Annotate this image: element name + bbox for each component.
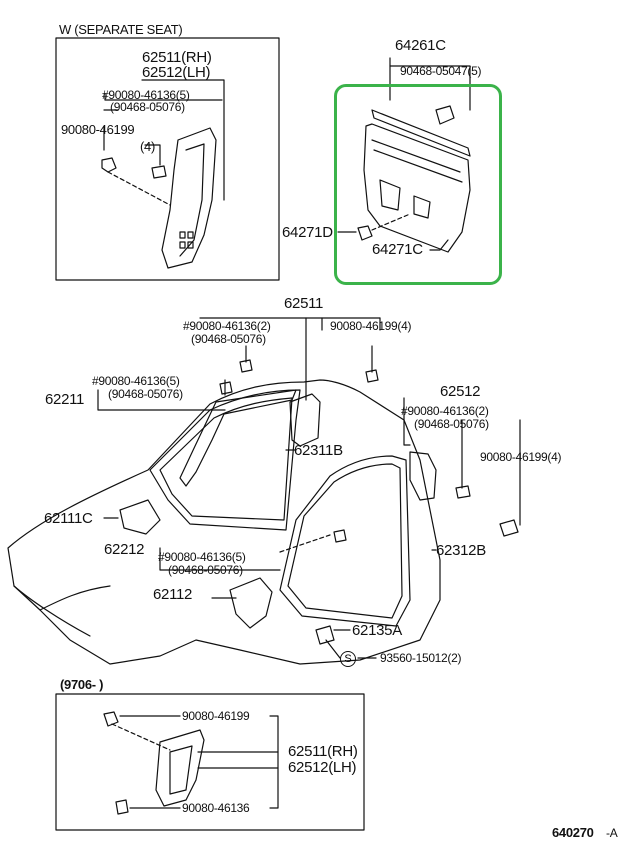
label-64271c: 64271C bbox=[372, 241, 423, 258]
label-62511rh-top: 62511(RH) bbox=[142, 49, 212, 66]
cowl-side-trim bbox=[119, 499, 161, 535]
frame-bottom-title: (9706- ) bbox=[60, 677, 104, 692]
clip-icon bbox=[101, 157, 117, 173]
label-62512lh-bottom: 62512(LH) bbox=[288, 759, 357, 776]
label-62211: 62211 bbox=[45, 391, 85, 408]
label-clip-e-alt: (90468-05076) bbox=[108, 387, 183, 401]
pillar-trim-inset-late bbox=[155, 729, 205, 807]
inset-frame-top bbox=[55, 37, 280, 281]
screw-symbol-circle: S bbox=[340, 651, 356, 667]
label-clip-bottom-bottom: 90080-46136 bbox=[182, 801, 250, 815]
weatherstrip-rail bbox=[371, 109, 471, 157]
windshield-frame bbox=[149, 389, 301, 531]
pillar-trim-inset bbox=[161, 127, 217, 269]
label-clip-a: #90080-46136(5) bbox=[102, 88, 190, 102]
label-clip-b: 90080-46199 bbox=[61, 122, 135, 137]
label-clip-90468: 90468-05047(5) bbox=[400, 64, 482, 78]
clip-icon bbox=[219, 381, 233, 395]
inset-frame-bottom bbox=[55, 693, 365, 831]
label-clip-c-alt: (90468-05076) bbox=[191, 332, 266, 346]
label-62212: 62212 bbox=[104, 541, 145, 558]
label-screw: 93560-15012(2) bbox=[380, 651, 462, 665]
label-62311b: 62311B bbox=[294, 442, 343, 459]
label-62112: 62112 bbox=[153, 586, 193, 603]
label-clip-e: #90080-46136(5) bbox=[92, 374, 180, 388]
label-clip-f: #90080-46136(2) bbox=[401, 404, 489, 418]
label-64271d: 64271D bbox=[282, 224, 333, 241]
label-clip-h: #90080-46136(5) bbox=[158, 550, 246, 564]
clip-icon bbox=[103, 711, 119, 727]
quarter-panel-trim bbox=[363, 123, 471, 253]
rear-pillar-trim bbox=[409, 451, 437, 501]
label-clip-h-alt: (90468-05076) bbox=[168, 563, 243, 577]
label-clip-bottom-top: 90080-46199 bbox=[182, 709, 250, 723]
label-clip-a-alt: (90468-05076) bbox=[110, 100, 185, 114]
label-62511rh-bottom: 62511(RH) bbox=[288, 743, 358, 760]
label-clip-c: #90080-46136(2) bbox=[183, 319, 271, 333]
clip-icon bbox=[455, 485, 471, 499]
label-clip-g: 90080-46199(4) bbox=[480, 450, 562, 464]
label-clip-d: 90080-46199(4) bbox=[330, 319, 412, 333]
label-62312b: 62312B bbox=[436, 542, 486, 559]
label-62512lh-top: 62512(LH) bbox=[142, 64, 211, 81]
clip-icon bbox=[365, 369, 379, 383]
door-opening-weatherstrip bbox=[279, 455, 411, 627]
label-62512: 62512 bbox=[440, 383, 481, 400]
front-pillar-trim bbox=[179, 389, 297, 487]
label-62135a: 62135A bbox=[352, 622, 402, 639]
label-clip-f-alt: (90468-05076) bbox=[414, 417, 489, 431]
label-62511: 62511 bbox=[284, 295, 324, 312]
diagram-code-suffix: -A bbox=[606, 826, 618, 840]
highlight-box bbox=[334, 84, 502, 285]
scuff-plate bbox=[315, 625, 335, 645]
center-pillar-trim bbox=[289, 393, 321, 447]
push-fastener-icon bbox=[357, 225, 373, 241]
cab-body-outline bbox=[7, 379, 441, 665]
diagram-code: 640270 bbox=[552, 825, 594, 840]
clip-icon bbox=[151, 165, 167, 179]
clip-icon bbox=[239, 359, 253, 373]
clip-icon bbox=[333, 529, 347, 543]
label-qty: (4) bbox=[140, 139, 155, 154]
kick-panel bbox=[229, 577, 273, 629]
clip-icon bbox=[499, 519, 519, 537]
clip-icon bbox=[115, 799, 129, 815]
label-62111c: 62111C bbox=[44, 510, 93, 527]
label-64261c: 64261C bbox=[395, 37, 446, 54]
frame-top-title: W (SEPARATE SEAT) bbox=[59, 22, 183, 37]
